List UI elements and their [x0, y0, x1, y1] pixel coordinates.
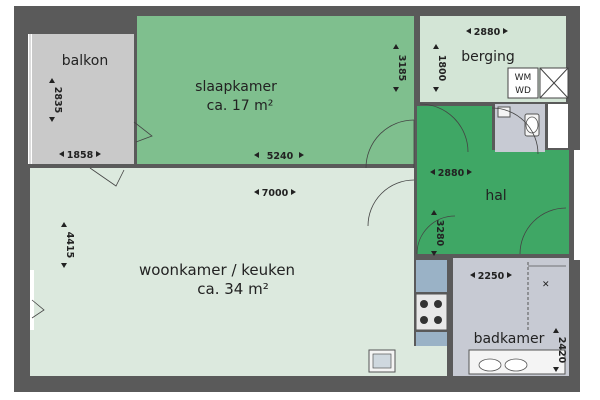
dim-balkon-depth: 2835: [49, 78, 63, 122]
svg-text:2880: 2880: [474, 27, 501, 38]
dim-slaapkamer-depth: 3185: [393, 44, 407, 92]
front-door-swing: [519, 207, 567, 255]
svg-text:2835: 2835: [52, 87, 63, 113]
badkamer-label: badkamer: [474, 331, 545, 347]
stove: [415, 293, 448, 331]
svg-text:1800: 1800: [436, 55, 447, 82]
balcony-room: [28, 34, 134, 164]
hal-label: hal: [485, 188, 506, 204]
svg-text:1858: 1858: [67, 150, 94, 161]
svg-text:2420: 2420: [556, 337, 567, 364]
slaapkamer-area: ca. 17 m²: [207, 98, 274, 114]
svg-text:4415: 4415: [64, 232, 75, 258]
kitchen-counter: [416, 260, 447, 292]
dim-hal-width: 2880: [430, 168, 472, 179]
balcony-door-swing: [133, 121, 153, 143]
dim-slaapkamer-width: 5240: [254, 151, 304, 162]
svg-text:3280: 3280: [434, 220, 445, 247]
shower-drain-icon: ✕: [542, 280, 550, 290]
svg-text:5240: 5240: [267, 151, 294, 162]
dim-badkamer-depth: 2420: [553, 328, 567, 372]
berging-label: berging: [461, 49, 515, 65]
toilet-bowl-icon: [525, 116, 539, 134]
balcony-living-door-swing: [89, 167, 125, 187]
washer-dryer-box: [507, 67, 539, 99]
toilet-door-swing: [491, 107, 539, 155]
washbasin-bowl: [478, 358, 502, 372]
svg-text:7000: 7000: [262, 188, 289, 199]
dim-woonkamer-depth: 4415: [61, 222, 75, 268]
stove-burner: [420, 316, 428, 324]
svg-text:3185: 3185: [396, 55, 407, 81]
dryer-label: WD: [515, 86, 531, 96]
kitchen-sink-basin: [372, 353, 392, 369]
svg-text:2880: 2880: [438, 168, 465, 179]
bedroom-door-swing: [365, 119, 415, 169]
woonkamer-area: ca. 34 m²: [197, 280, 268, 298]
living-door-swing: [367, 179, 415, 227]
dim-woonkamer-width: 7000: [254, 188, 296, 199]
kitchen-counter-lower: [416, 332, 447, 346]
bedroom-room: [137, 16, 414, 164]
bathroom-door-swing: [416, 215, 456, 255]
woonkamer-label: woonkamer / keuken: [139, 261, 295, 279]
living-kitchen-room: [30, 168, 414, 376]
svg-text:2250: 2250: [478, 271, 505, 282]
dim-badkamer-width: 2250: [470, 271, 512, 282]
dim-hal-depth: 3280: [431, 210, 445, 256]
stove-burner: [420, 300, 428, 308]
shaft: [548, 104, 568, 148]
shaft-cross-line: [539, 67, 569, 99]
stove-burner: [434, 300, 442, 308]
washbasin-bowl: [504, 358, 528, 372]
dim-balkon-width: 1858: [59, 150, 101, 161]
slaapkamer-label: slaapkamer: [195, 79, 277, 95]
balkon-label: balkon: [62, 53, 108, 69]
hall-room-upper: [417, 106, 492, 156]
living-window-swing: [31, 299, 45, 319]
hand-basin: [497, 106, 511, 118]
hall-window: [574, 150, 580, 260]
washer-label: WM: [515, 73, 532, 83]
storage-door-swing: [419, 103, 469, 153]
stove-burner: [434, 316, 442, 324]
hall-room: [417, 150, 569, 254]
dim-berging-depth: 1800: [433, 44, 447, 92]
dim-berging-width: 2880: [466, 27, 508, 38]
